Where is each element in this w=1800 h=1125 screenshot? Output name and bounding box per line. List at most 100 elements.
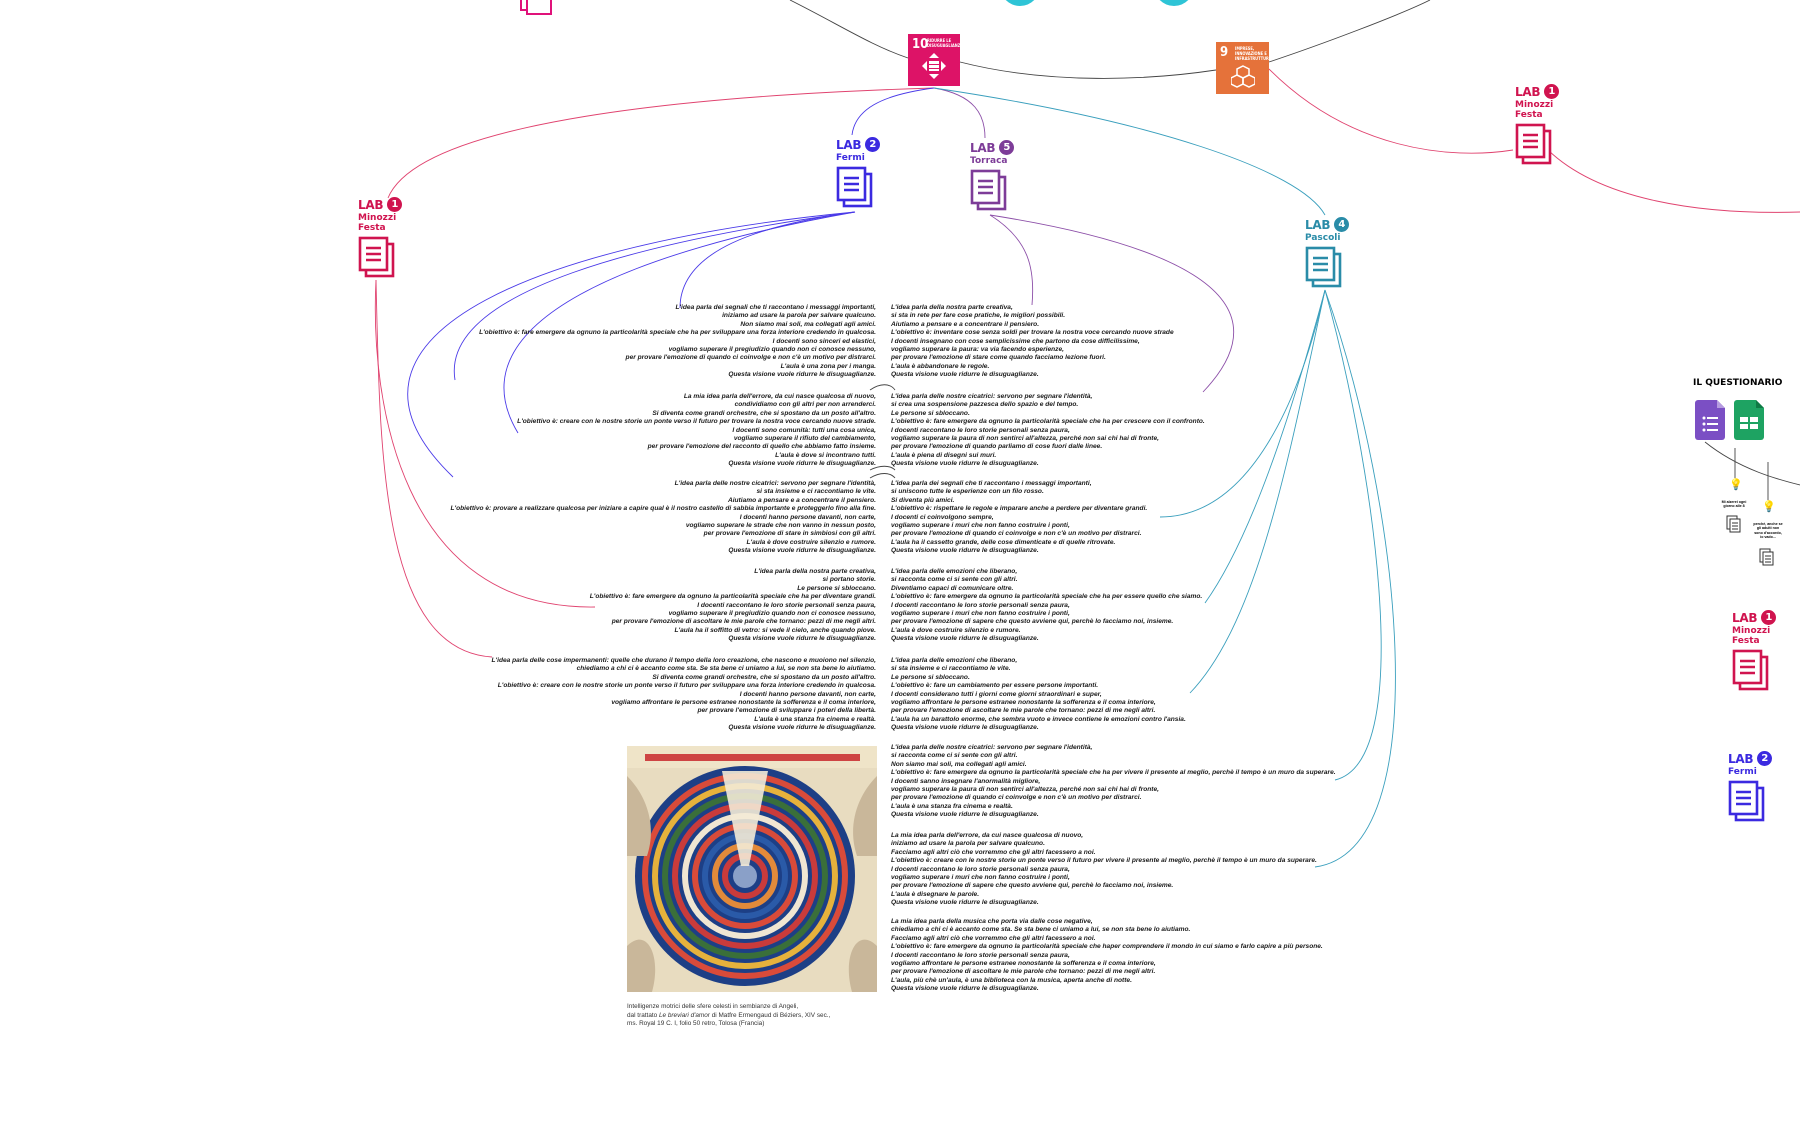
vision-text-line: L'obiettivo è: fare un cambiamento per e… — [891, 682, 1099, 690]
vision-text-line: L'aula è una zona per i manga. — [780, 362, 876, 370]
vision-text-line: Questa visione vuole ridurre le disuguag… — [891, 460, 1039, 468]
sdg-number: 9 — [1220, 45, 1229, 60]
lab-label: LAB — [1728, 751, 1754, 766]
google-sheets-icon[interactable] — [1734, 400, 1766, 440]
circle-node[interactable] — [1000, 0, 1040, 6]
vision-text-line: Questa visione vuole ridurre le disuguag… — [891, 811, 1039, 819]
caption-line: dal trattato Le breviari d'amor di Matfr… — [627, 1012, 830, 1021]
vision-text-line: L'obiettivo è: fare emergere da ognuno l… — [891, 769, 1336, 777]
vision-text-line: vogliamo superare il rifiuto del cambiam… — [733, 435, 876, 443]
lab-number-badge: 1 — [387, 197, 403, 212]
lab-school-name: Pascoli — [1305, 233, 1341, 243]
vision-text-line: I docenti raccontano le loro storie pers… — [891, 951, 1070, 959]
vision-text-line: per provare l'emozione di stare in simbi… — [703, 530, 876, 538]
vision-text-line: I docenti considerano tutti i giorni com… — [891, 690, 1102, 698]
vision-text-block: La mia idea parla della musica che porta… — [891, 918, 1323, 994]
vision-text-line: L'aula ha un barattolo enorme, che sembr… — [891, 715, 1186, 723]
vision-text-line: Questa visione vuole ridurre le disuguag… — [891, 371, 1039, 379]
vision-text-block: L'idea parla delle nostre cicatrici: ser… — [891, 744, 1336, 820]
vision-text-line: L'aula, più chè un'aula, è una bibliotec… — [891, 976, 1132, 984]
connector-sdg9-lab1 — [1268, 68, 1514, 154]
caption-text: dal trattato — [627, 1011, 659, 1019]
vision-text-block: L'idea parla delle emozioni che liberano… — [891, 568, 1202, 644]
vision-text-block: L'idea parla delle nostre cicatrici: ser… — [891, 393, 1205, 469]
vision-text-block: L'idea parla delle cose impermanenti: qu… — [492, 657, 876, 733]
lab-label: LAB — [1305, 217, 1331, 232]
questionnaire-title: IL QUESTIONARIO — [1693, 378, 1783, 388]
vision-text-line: chiediamo a chi ci è accanto come sta. S… — [891, 926, 1191, 934]
sdg-title: Imprese, innovazione e infrastrutture — [1235, 46, 1272, 61]
connector-lab5-text — [989, 214, 1034, 306]
lab-school-name: Minozzi Festa — [1732, 626, 1771, 646]
vision-text-line: vogliamo superare i muri che non fanno c… — [891, 610, 1070, 618]
vision-text-block: L'idea parla della nostra parte creativa… — [590, 568, 876, 644]
document-icon[interactable] — [1305, 246, 1343, 288]
connector-lab4-text — [1324, 289, 1382, 781]
small-connector — [869, 384, 896, 479]
vision-text-line: vogliamo superare i muri che non fanno c… — [891, 874, 1070, 882]
vision-text-line: La mia idea parla della musica che porta… — [891, 918, 1093, 925]
vision-text-line: I docenti sono sinceri ed elastici, — [772, 337, 876, 345]
lab-label: LAB — [1732, 610, 1758, 625]
questionnaire-note: Mi alzerei ogni giorno alle 8 — [1721, 500, 1747, 509]
vision-text-line: Non siamo mai soli, ma collegati agli am… — [891, 760, 1027, 768]
vision-text-line: L'obiettivo è: creare con le nostre stor… — [497, 682, 876, 690]
vision-text-line: L'aula è dove costruire silenzio e rumor… — [891, 626, 1021, 634]
document-icon[interactable] — [836, 166, 874, 208]
lab-label: LAB — [1515, 84, 1541, 99]
vision-text-line: L'aula ha il cassetto grande, delle cose… — [891, 538, 1116, 546]
vision-text-line: per provare l'emozione di ascoltare le m… — [611, 618, 876, 626]
vision-text-line: Si diventa come grandi orchestre, che si… — [652, 409, 876, 417]
vision-text-line: si uniscono tutte le esperienze con un f… — [891, 488, 1044, 496]
vision-text-line: per provare l'emozione di stare come qua… — [891, 354, 1106, 362]
connector-arc — [959, 61, 1217, 79]
vision-text-line: per provare l'emozione di quando ci coin… — [891, 794, 1142, 802]
vision-text-line: Si diventa come grandi orchestre, che si… — [652, 673, 876, 681]
document-icon[interactable] — [1732, 649, 1770, 691]
sdg-10-tile[interactable]: 10 Ridurre le disuguaglianze — [908, 34, 963, 86]
document-icon[interactable] — [1515, 123, 1553, 165]
vision-text-line: per provare l'emozione di quando ci coin… — [625, 354, 876, 362]
vision-text-line: Questa visione vuole ridurre le disuguag… — [728, 635, 876, 643]
vision-text-line: L'obiettivo è: provare a realizzare qual… — [450, 505, 876, 513]
caption-line: Intelligenze motrici delle sfere celesti… — [627, 1003, 799, 1010]
caption-line: ms. Royal 19 C. I, folio 50 retro, Tolos… — [627, 1020, 765, 1028]
vision-text-line: I docenti raccontano le loro storie pers… — [891, 601, 1070, 609]
vision-text-line: L'obiettivo è: creare con le nostre stor… — [517, 418, 876, 426]
vision-text-line: Questa visione vuole ridurre le disuguag… — [728, 371, 876, 379]
vision-text-line: si racconta come ci si sente con gli alt… — [891, 752, 1018, 760]
document-icon[interactable] — [1759, 548, 1775, 566]
vision-text-line: per provare l'emozione di quando ci coin… — [891, 530, 1142, 538]
vision-text-line: L'aula è una stanza fra cinema e realtà. — [754, 715, 876, 723]
document-icon[interactable] — [970, 169, 1008, 211]
caption-text: di Matfre Ermengaud di Béziers, XIV sec.… — [709, 1011, 831, 1019]
vision-text-line: iniziamo ad usare la parola per salvare … — [891, 840, 1045, 848]
sdg-9-tile[interactable]: 9 Imprese, innovazione e infrastrutture — [1216, 42, 1272, 94]
vision-text-line: vogliamo superare la paura di non sentir… — [891, 435, 1159, 443]
vision-text-line: L'obiettivo è: fare emergere da ognuno l… — [891, 418, 1205, 426]
circle-node[interactable] — [1154, 0, 1194, 6]
vision-text-line: si sta in rete per fare cose pratiche, l… — [891, 312, 1066, 320]
vision-text-line: Le persone si sbloccano. — [891, 409, 970, 417]
document-icon[interactable] — [1728, 780, 1766, 822]
vision-text-line: Le persone si sbloccano. — [797, 584, 876, 592]
document-icon[interactable] — [358, 236, 396, 278]
document-icon[interactable] — [1726, 515, 1742, 533]
vision-text-line: L'idea parla della nostra parte creativa… — [754, 568, 876, 575]
connector-lab2-text — [453, 211, 856, 381]
vision-text-line: Questa visione vuole ridurre le disuguag… — [891, 724, 1039, 732]
google-forms-icon[interactable] — [1695, 400, 1727, 440]
vision-text-line: L'aula ha il soffitto di vetro: si vede … — [674, 626, 877, 634]
